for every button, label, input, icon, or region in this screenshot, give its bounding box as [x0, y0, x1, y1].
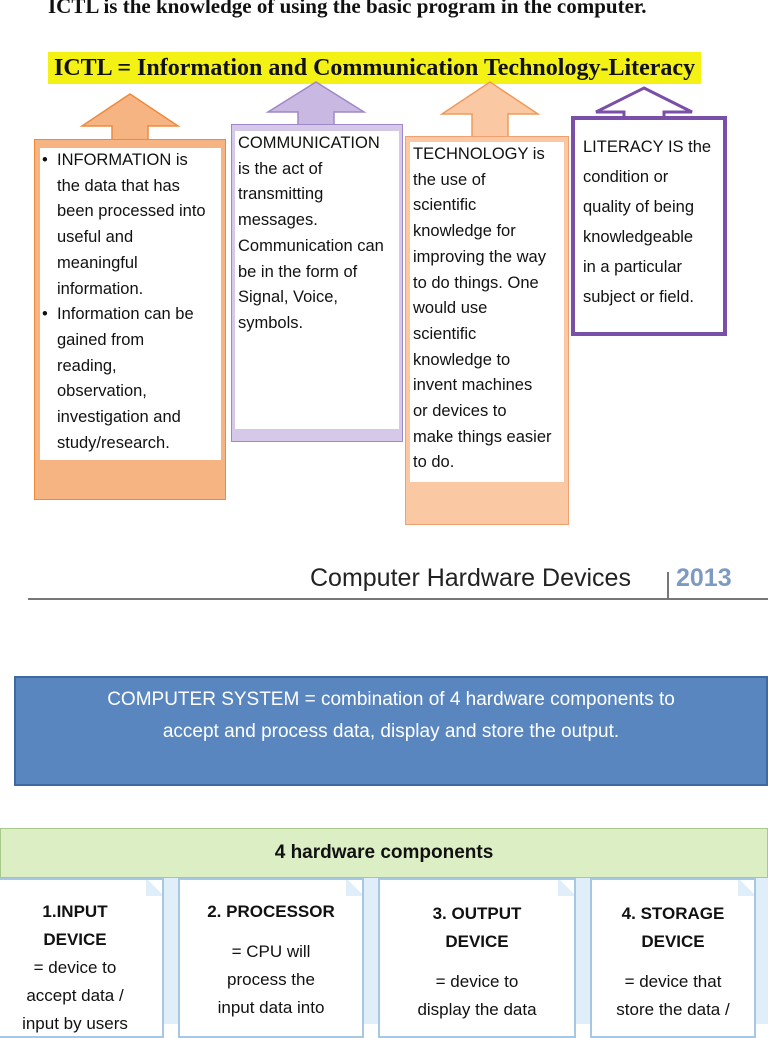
information-card: INFORMATION is the data that has been pr…	[40, 148, 221, 460]
header-separator	[667, 572, 669, 600]
component-text: input data into	[217, 998, 325, 1017]
tech-line: would use	[413, 299, 488, 318]
information-bullet-2: Information can be gained from reading, …	[40, 302, 221, 456]
info-line: study/research.	[57, 433, 170, 452]
component-heading: 1.INPUT	[42, 902, 108, 921]
intro-text: ICTL is the knowledge of using the basic…	[48, 0, 647, 18]
comm-line: symbols.	[238, 313, 304, 332]
literacy-line: LITERACY IS the	[583, 138, 712, 156]
ictl-definition-title: ICTL = Information and Communication Tec…	[48, 52, 702, 84]
literacy-line: knowledgeable	[583, 228, 694, 246]
component-text: process the	[227, 970, 315, 989]
info-line: the data that has	[57, 176, 180, 195]
comm-line: Communication can	[238, 236, 384, 255]
tech-line: to do.	[413, 453, 455, 472]
communication-up-arrow-icon	[264, 80, 368, 126]
comm-line: messages.	[238, 211, 318, 230]
component-heading: 4. STORAGE	[621, 904, 725, 923]
component-text: accept data /	[26, 986, 124, 1005]
tech-line: knowledge for	[413, 222, 516, 241]
info-line: information.	[57, 279, 144, 298]
component-output-device: 3. OUTPUT DEVICE = device to display the…	[378, 878, 576, 1038]
tech-line: scientific	[413, 324, 477, 343]
component-text: = device to	[33, 958, 117, 977]
technology-card: TECHNOLOGY is the use of scientific know…	[410, 142, 564, 482]
component-text: display the data	[417, 1000, 537, 1019]
literacy-up-arrow-icon	[592, 86, 696, 124]
literacy-card: LITERACY IS the condition or quality of …	[571, 116, 727, 336]
component-heading: 3. OUTPUT	[432, 904, 522, 923]
literacy-line: quality of being	[583, 198, 694, 216]
component-processor: 2. PROCESSOR = CPU will process the inpu…	[178, 878, 364, 1038]
info-line: meaningful	[57, 253, 138, 272]
tech-line: make things easier	[413, 427, 552, 446]
component-heading: DEVICE	[445, 932, 509, 951]
header-year: 2013	[676, 564, 732, 592]
info-line: gained from	[57, 330, 145, 349]
component-text: = device to	[435, 972, 519, 991]
components-title: 4 hardware components	[274, 842, 494, 863]
component-heading: 2. PROCESSOR	[207, 902, 335, 921]
component-storage-device: 4. STORAGE DEVICE = device that store th…	[590, 878, 756, 1038]
header-title: Computer Hardware Devices	[310, 564, 631, 592]
literacy-line: subject or field.	[583, 288, 694, 306]
comm-line: is the act of	[238, 159, 323, 178]
header-divider	[28, 598, 768, 600]
spacer	[180, 926, 362, 938]
information-up-arrow-icon	[78, 92, 182, 140]
info-line: Information can be	[57, 305, 194, 324]
component-input-device: 1.INPUT DEVICE = device to accept data /…	[0, 878, 164, 1038]
tech-line: to do things. One	[413, 273, 539, 292]
computer-system-definition: COMPUTER SYSTEM = combination of 4 hardw…	[14, 676, 768, 786]
component-text: input by users	[22, 1014, 128, 1033]
info-line: reading,	[57, 356, 117, 375]
tech-line: invent machines	[413, 376, 533, 395]
page-header-strip: Computer Hardware Devices 2013	[0, 556, 768, 596]
spacer	[380, 956, 574, 968]
info-line: INFORMATION is	[57, 151, 188, 169]
technology-up-arrow-icon	[438, 80, 542, 138]
literacy-line: condition or	[583, 168, 669, 186]
tech-line: scientific	[413, 196, 477, 215]
system-line-1: COMPUTER SYSTEM = combination of 4 hardw…	[107, 689, 675, 710]
information-bullet-1: INFORMATION is the data that has been pr…	[40, 148, 221, 302]
info-line: been processed into	[57, 202, 206, 221]
comm-line: COMMUNICATION	[238, 134, 380, 152]
component-text: = CPU will	[231, 942, 311, 961]
communication-card: COMMUNICATION is the act of transmitting…	[235, 131, 399, 429]
component-text: = device that	[624, 972, 722, 991]
tech-line: TECHNOLOGY is	[413, 145, 545, 163]
components-band: 4 hardware components	[0, 828, 768, 878]
component-text: store the data /	[616, 1000, 730, 1019]
component-heading: DEVICE	[641, 932, 705, 951]
tech-line: the use of	[413, 170, 486, 189]
info-line: observation,	[57, 382, 147, 401]
tech-line: or devices to	[413, 402, 507, 421]
tech-line: knowledge to	[413, 350, 511, 369]
info-line: investigation and	[57, 408, 181, 427]
literacy-line: in a particular	[583, 258, 683, 276]
info-line: useful and	[57, 228, 134, 247]
component-heading: DEVICE	[43, 930, 107, 949]
comm-line: transmitting	[238, 185, 324, 204]
system-line-2: accept and process data, display and sto…	[162, 721, 620, 742]
comm-line: Signal, Voice,	[238, 288, 338, 307]
spacer	[592, 956, 754, 968]
comm-line: be in the form of	[238, 262, 358, 281]
tech-line: improving the way	[413, 247, 546, 266]
